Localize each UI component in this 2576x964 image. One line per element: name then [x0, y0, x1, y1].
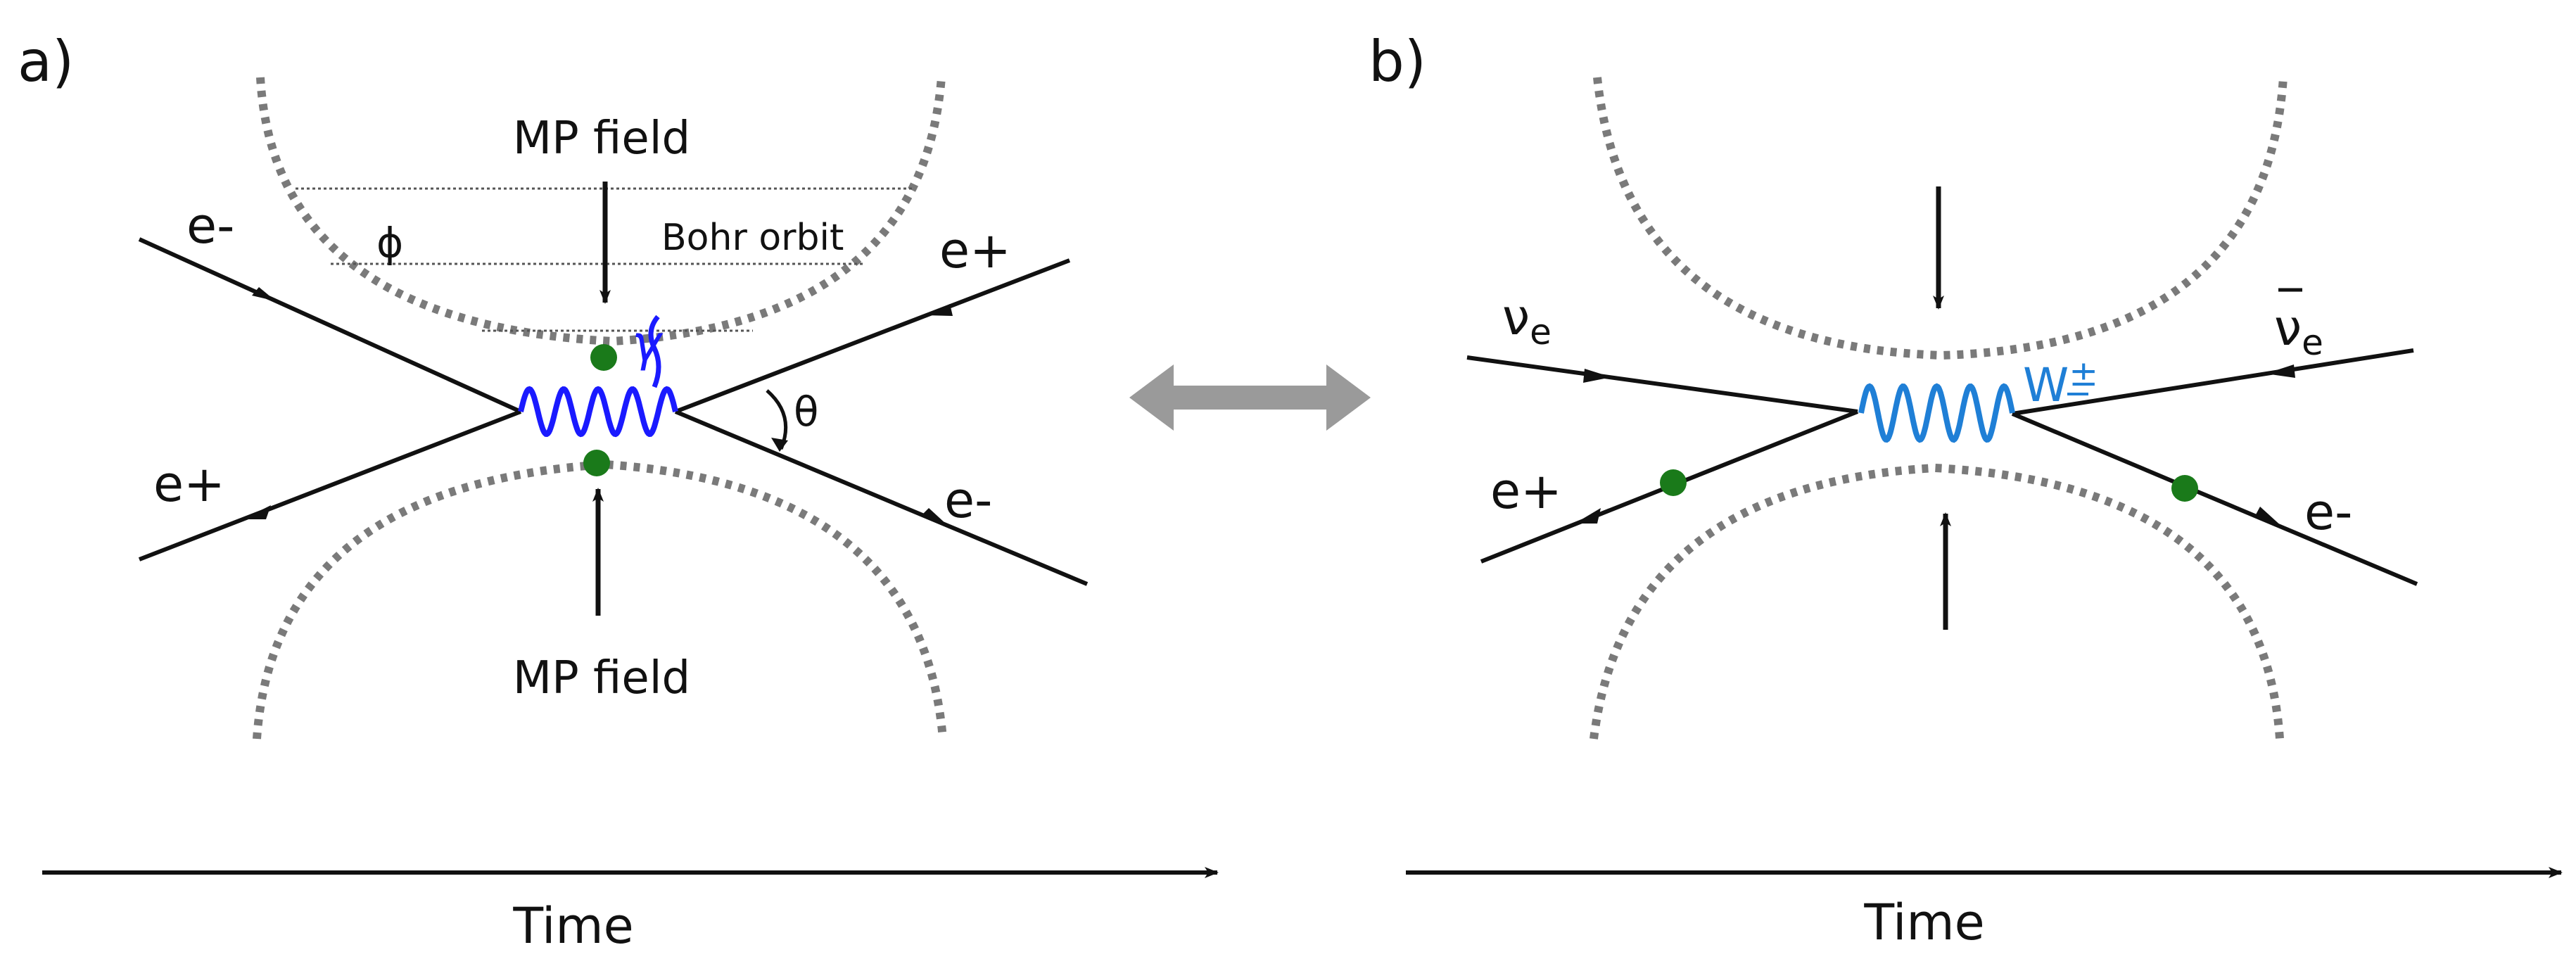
photon-wave: [518, 386, 678, 438]
electron-out-line-b: [2011, 412, 2418, 586]
nu-e-bar-label: νe: [2274, 288, 2323, 363]
positron-out-line: [138, 410, 522, 562]
neutrino-in-line: [1466, 355, 1858, 414]
electron-green-dot: [2171, 475, 2198, 502]
lower-green-dot: [583, 450, 610, 476]
antineutrino-arrow-icon: [2266, 364, 2295, 378]
electron-in-arrow-icon: [252, 287, 276, 301]
positron-in-line: [674, 258, 1071, 414]
panel-b-label: b): [1369, 29, 1426, 94]
svg-text:νe: νe: [2274, 299, 2323, 363]
e-minus-out-label: e-: [944, 471, 992, 529]
upper-field-boundary-b: [1593, 77, 2288, 360]
antineutrino-in-line: [2012, 348, 2414, 416]
phi-label: ϕ: [376, 219, 403, 267]
mp-field-bottom-label: MP field: [513, 652, 690, 704]
panel-b: b) νe νe e+ e- W±: [1369, 29, 2563, 951]
positron-out-arrow-icon: [243, 505, 271, 519]
e-plus-in-label: e+: [939, 222, 1011, 279]
positron-green-dot: [1660, 469, 1687, 496]
w-boson-wave: [1858, 383, 2015, 443]
e-plus-out-label: e+: [153, 455, 225, 513]
e-plus-out-label-b: e+: [1490, 462, 1562, 520]
neutrino-arrow-icon: [1583, 369, 1611, 383]
photon-tail: [648, 315, 661, 388]
mp-field-top-label: MP field: [513, 113, 690, 165]
e-minus-out-label-b: e-: [2304, 483, 2352, 541]
gamma-label: γ: [632, 315, 664, 372]
bohr-orbit-label: Bohr orbit: [661, 217, 844, 259]
e-minus-in-label: e-: [186, 197, 234, 255]
panel-a-label: a): [18, 29, 74, 94]
time-label-b: Time: [1863, 894, 1984, 951]
theta-arc-arrow-icon: [771, 438, 788, 452]
upper-green-dot: [590, 344, 617, 371]
nu-e-label: νe: [1502, 288, 1552, 353]
electron-in-line: [138, 237, 522, 414]
electron-out-line: [674, 410, 1089, 586]
positron-in-arrow-icon: [925, 304, 953, 316]
time-label-a: Time: [512, 897, 633, 955]
lower-field-boundary: [253, 459, 947, 740]
lower-field-boundary-b: [1590, 463, 2284, 740]
panel-a: a) ϕ Bohr orbit MP field MP field e- e+ …: [18, 29, 1219, 955]
electron-out-arrow-icon-b: [2255, 507, 2283, 528]
equivalence-double-arrow-icon: [1129, 364, 1371, 431]
w-boson-label: W±: [2023, 353, 2098, 412]
positron-out-arrow-icon-b: [1575, 508, 1601, 524]
theta-label: θ: [794, 388, 819, 436]
electron-out-arrow-icon: [922, 508, 946, 524]
